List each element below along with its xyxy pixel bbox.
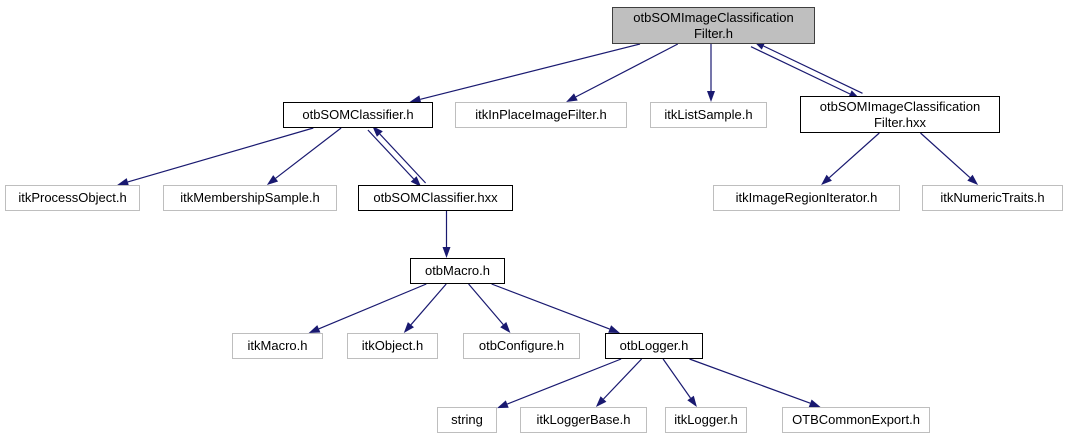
graph-node-otbconfigure: otbConfigure.h [463,333,580,359]
graph-node-itklogger: itkLogger.h [665,407,747,433]
graph-node-otblogger[interactable]: otbLogger.h [605,333,703,359]
graph-node-regioniter: itkImageRegionIterator.h [713,185,900,211]
graph-node-label: otbSOMClassifier.hxx [373,190,498,206]
graph-node-commonexport: OTBCommonExport.h [782,407,930,433]
graph-node-listsample: itkListSample.h [650,102,767,128]
graph-node-label: otbSOMImageClassification Filter.hxx [819,98,981,130]
graph-node-label: itkImageRegionIterator.h [735,190,878,206]
graph-node-membership: itkMembershipSample.h [163,185,337,211]
graph-node-string: string [437,407,497,433]
graph-node-label: itkInPlaceImageFilter.h [475,107,607,123]
graph-node-label: itkLogger.h [674,412,738,428]
graph-node-classifier_h[interactable]: otbSOMClassifier.h [283,102,433,128]
graph-node-label: string [451,412,483,428]
graph-node-filter_h: otbSOMImageClassification Filter.h [612,7,815,44]
graph-node-filter_hxx[interactable]: otbSOMImageClassification Filter.hxx [800,96,1000,133]
graph-node-numerictraits: itkNumericTraits.h [922,185,1063,211]
graph-node-processobject: itkProcessObject.h [5,185,140,211]
graph-node-label: otbSOMImageClassification Filter.h [633,9,794,41]
graph-node-classifier_hxx[interactable]: otbSOMClassifier.hxx [358,185,513,211]
graph-node-itkobject: itkObject.h [347,333,438,359]
graph-node-label: otbSOMClassifier.h [302,107,414,123]
graph-node-label: itkNumericTraits.h [940,190,1045,206]
graph-node-label: itkLoggerBase.h [536,412,631,428]
graph-node-otbmacro[interactable]: otbMacro.h [410,258,505,284]
graph-node-loggerbase: itkLoggerBase.h [520,407,647,433]
graph-node-label: otbConfigure.h [478,338,565,354]
graph-node-label: otbLogger.h [619,338,689,354]
graph-node-itkmacro: itkMacro.h [232,333,323,359]
graph-node-label: itkMacro.h [247,338,308,354]
graph-node-label: OTBCommonExport.h [792,412,920,428]
graph-node-label: otbMacro.h [424,263,491,279]
graph-node-inplace: itkInPlaceImageFilter.h [455,102,627,128]
graph-node-label: itkProcessObject.h [18,190,127,206]
graph-node-label: itkObject.h [361,338,424,354]
graph-node-label: itkMembershipSample.h [180,190,320,206]
graph-node-label: itkListSample.h [664,107,753,123]
